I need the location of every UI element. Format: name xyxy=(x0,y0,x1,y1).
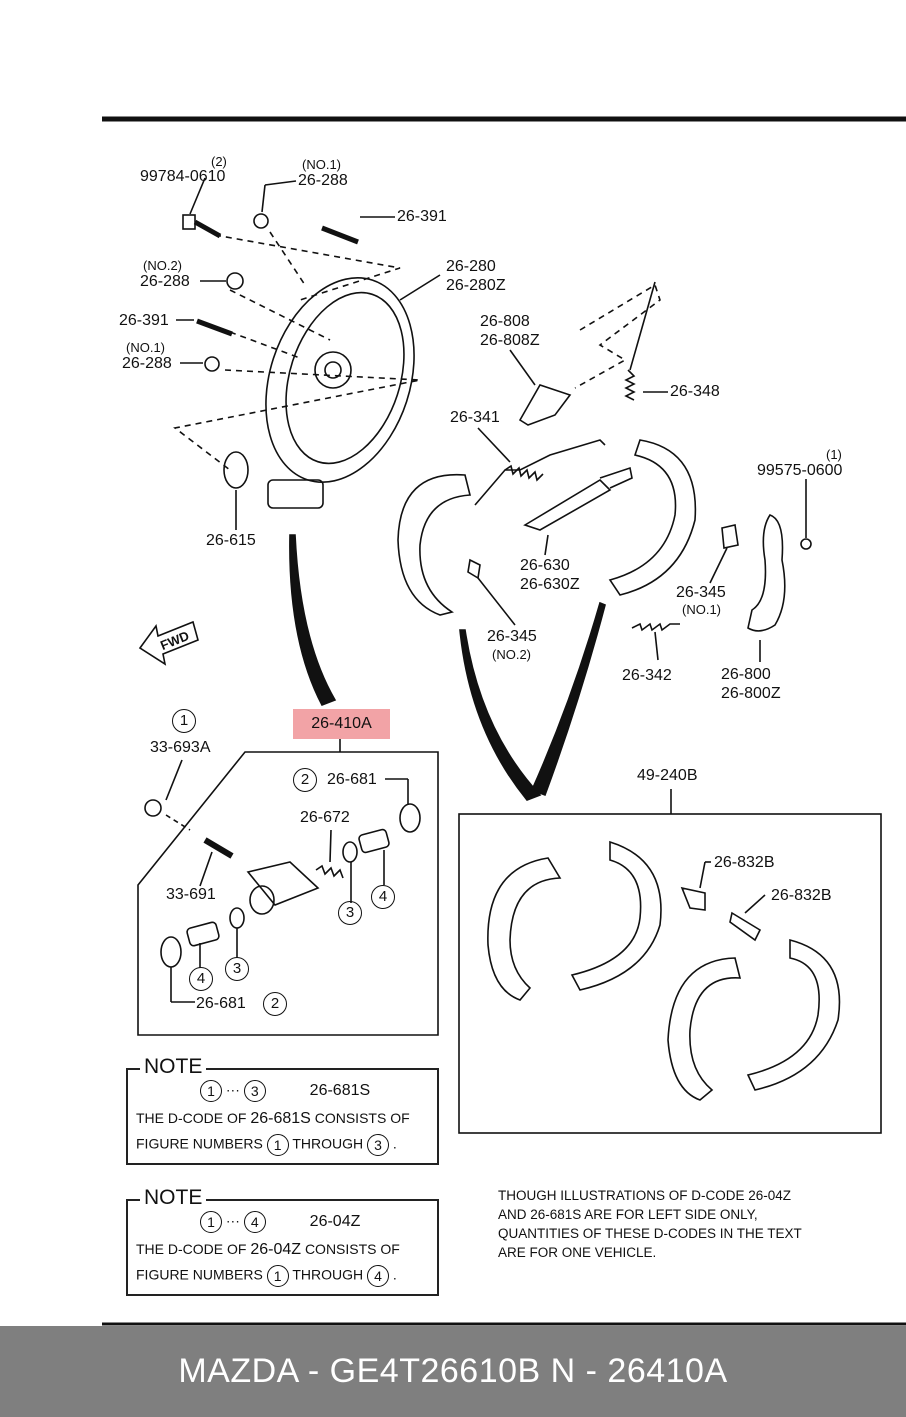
highlighted-part-code: 26-410A xyxy=(311,715,372,732)
note-line2-1: FIGURE NUMBERS 1 THROUGH 3 . xyxy=(136,1134,397,1156)
boot-code-top: 26-681 xyxy=(327,771,377,788)
nut2-note: (NO.2) xyxy=(143,258,182,273)
park-lever-a: 26-800 xyxy=(721,666,771,683)
park-lever-b: 26-800Z xyxy=(721,685,781,702)
plate-code-b: 26-280Z xyxy=(446,277,506,294)
note-range-2: 1 ··· 4 26-04Z xyxy=(200,1211,360,1233)
nut2-code: 26-288 xyxy=(140,273,190,290)
clip-code: 99575-0600 xyxy=(757,462,843,479)
footer-bar xyxy=(0,1326,906,1417)
note-range-1: 1 ··· 3 26-681S xyxy=(200,1080,370,1102)
boot-number-bottom: 2 xyxy=(263,992,287,1016)
pin2-code: 26-345 xyxy=(487,628,537,645)
note-box-1 xyxy=(126,1068,439,1165)
bolt-code: 99784-0610 xyxy=(140,168,226,185)
note-line1-1: THE D-CODE OF 26-681S CONSISTS OF xyxy=(136,1110,410,1127)
shoe-pin-a: 26-832B xyxy=(714,854,775,871)
nut3-code: 26-288 xyxy=(122,355,172,372)
spring-code: 26-348 xyxy=(670,383,720,400)
nut3-note: (NO.1) xyxy=(126,340,165,355)
note-title-2: NOTE xyxy=(140,1186,207,1210)
spring3-code: 26-342 xyxy=(622,667,672,684)
note-title-1: NOTE xyxy=(140,1055,207,1079)
plate-code-a: 26-280 xyxy=(446,258,496,275)
pin1-code: 26-345 xyxy=(676,584,726,601)
bolt3-code: 26-391 xyxy=(119,312,169,329)
bolt2-code: 26-391 xyxy=(397,208,447,225)
seal-code: 26-615 xyxy=(206,532,256,549)
boot-number-top: 2 xyxy=(293,768,317,792)
shoe-kit-code: 49-240B xyxy=(637,767,698,784)
note-line1-2: THE D-CODE OF 26-04Z CONSISTS OF xyxy=(136,1241,400,1258)
bleeder-code: 33-691 xyxy=(166,886,216,903)
pin1-note: (NO.1) xyxy=(682,602,721,617)
piston-number-a: 3 xyxy=(338,901,362,925)
lever-code-a: 26-808 xyxy=(480,313,530,330)
highlight-box xyxy=(293,709,390,739)
adjuster-code-a: 26-630 xyxy=(520,557,570,574)
adjuster-code-b: 26-630Z xyxy=(520,576,580,593)
clip-qty: (1) xyxy=(826,447,842,462)
spring2-code: 26-341 xyxy=(450,409,500,426)
piston-number-c: 4 xyxy=(189,967,213,991)
spring-code-cyl: 26-672 xyxy=(300,809,350,826)
piston-number-b: 4 xyxy=(371,885,395,909)
note-line2-2: FIGURE NUMBERS 1 THROUGH 4 . xyxy=(136,1265,397,1287)
piston-number-d: 3 xyxy=(225,957,249,981)
cap-number: 1 xyxy=(172,709,196,733)
shoe-pin-b: 26-832B xyxy=(771,887,832,904)
lever-code-b: 26-808Z xyxy=(480,332,540,349)
footnote-text: THOUGH ILLUSTRATIONS OF D-CODE 26-04Z AN… xyxy=(498,1188,802,1260)
boot-code-bottom: 26-681 xyxy=(196,995,246,1012)
pin2-note: (NO.2) xyxy=(492,647,531,662)
bolt-qty: (2) xyxy=(211,154,227,169)
note-box-2 xyxy=(126,1199,439,1296)
nut1-note: (NO.1) xyxy=(302,157,341,172)
footer-part-number: MAZDA - GE4T26610B N - 26410A xyxy=(178,1352,728,1390)
cap-code: 33-693A xyxy=(150,739,211,756)
nut1-code: 26-288 xyxy=(298,172,348,189)
